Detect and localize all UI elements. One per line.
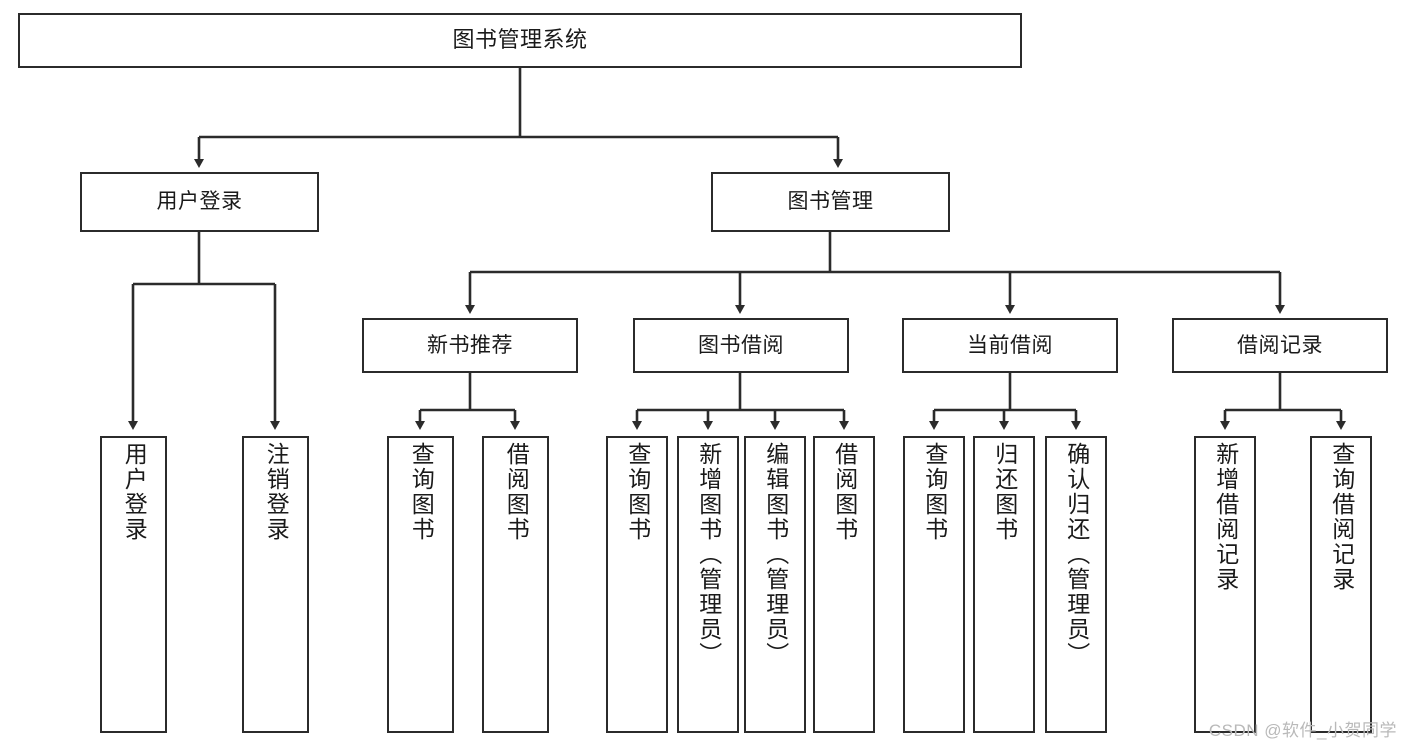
node-leaf-borrow-book-1-label: 借阅图书 (503, 442, 530, 542)
node-leaf-query-book-1-label: 查询图书 (408, 442, 435, 542)
node-leaf-query-book-3-label: 查询图书 (921, 442, 948, 542)
node-new-book-recommend[interactable]: 新书推荐 (362, 318, 578, 373)
node-borrow-record-label: 借阅记录 (1237, 333, 1323, 357)
node-root[interactable]: 图书管理系统 (18, 13, 1022, 68)
node-leaf-query-book-3[interactable]: 查询图书 (903, 436, 965, 733)
node-leaf-confirm-return-admin-label: 确认归还（管理员） (1063, 442, 1090, 667)
node-leaf-confirm-return-admin[interactable]: 确认归还（管理员） (1045, 436, 1107, 733)
node-leaf-borrow-book-2[interactable]: 借阅图书 (813, 436, 875, 733)
node-user-login[interactable]: 用户登录 (80, 172, 319, 232)
node-leaf-return-book-label: 归还图书 (991, 442, 1018, 542)
node-leaf-borrow-book-2-label: 借阅图书 (831, 442, 858, 542)
node-book-manage-label: 图书管理 (787, 190, 874, 214)
node-leaf-add-borrow-record[interactable]: 新增借阅记录 (1194, 436, 1256, 733)
node-leaf-query-book-2[interactable]: 查询图书 (606, 436, 668, 733)
node-leaf-query-book-2-label: 查询图书 (624, 442, 651, 542)
node-leaf-edit-book-admin[interactable]: 编辑图书（管理员） (744, 436, 806, 733)
node-leaf-query-book-1[interactable]: 查询图书 (387, 436, 454, 733)
csdn-watermark: CSDN @软件_小贺同学 (1208, 721, 1397, 740)
node-leaf-edit-book-admin-label: 编辑图书（管理员） (762, 442, 789, 667)
node-user-login-label: 用户登录 (156, 190, 243, 214)
node-leaf-add-book-admin[interactable]: 新增图书（管理员） (677, 436, 739, 733)
node-root-label: 图书管理系统 (452, 27, 588, 53)
node-current-borrow-label: 当前借阅 (967, 333, 1053, 357)
node-book-borrow-label: 图书借阅 (698, 333, 784, 357)
node-new-book-recommend-label: 新书推荐 (427, 333, 513, 357)
node-current-borrow[interactable]: 当前借阅 (902, 318, 1118, 373)
node-book-borrow[interactable]: 图书借阅 (633, 318, 849, 373)
node-leaf-query-borrow-record-label: 查询借阅记录 (1328, 442, 1355, 592)
node-leaf-user-login[interactable]: 用户登录 (100, 436, 167, 733)
node-leaf-query-borrow-record[interactable]: 查询借阅记录 (1310, 436, 1372, 733)
node-book-manage[interactable]: 图书管理 (711, 172, 950, 232)
node-borrow-record[interactable]: 借阅记录 (1172, 318, 1388, 373)
node-leaf-add-borrow-record-label: 新增借阅记录 (1212, 442, 1239, 592)
node-leaf-user-login-label: 用户登录 (121, 442, 148, 542)
node-leaf-add-book-admin-label: 新增图书（管理员） (695, 442, 722, 667)
node-leaf-logout-login[interactable]: 注销登录 (242, 436, 309, 733)
node-leaf-logout-login-label: 注销登录 (263, 442, 290, 542)
node-leaf-borrow-book-1[interactable]: 借阅图书 (482, 436, 549, 733)
node-leaf-return-book[interactable]: 归还图书 (973, 436, 1035, 733)
